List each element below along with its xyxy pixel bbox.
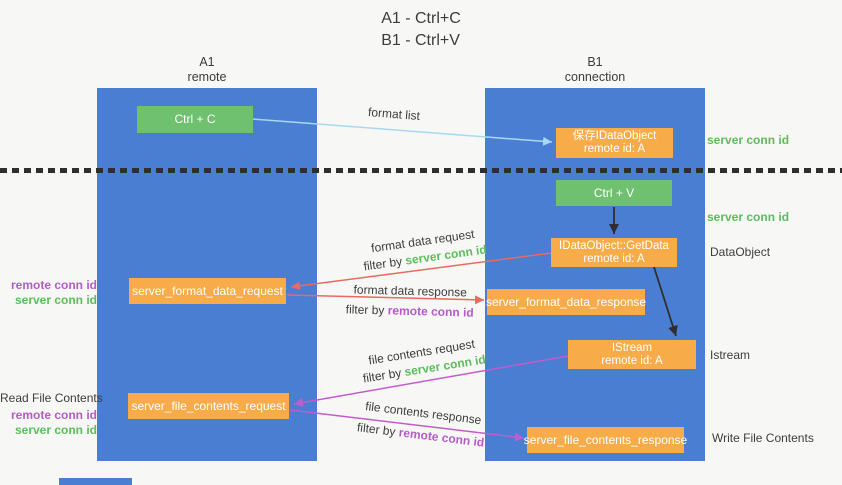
istream-line2: remote id: A: [601, 354, 663, 367]
file-contents-request-arrow-label: file contents request filter by server c…: [350, 333, 496, 389]
lane-b1-role: connection: [564, 70, 626, 84]
istream-line1: IStream: [611, 341, 653, 354]
file-request-conn-ids: remote conn id server conn id: [0, 408, 97, 438]
file-request-remote-conn-id: remote conn id: [10, 408, 97, 422]
read-file-contents-label: Read File Contents: [0, 391, 103, 405]
ctrl-v-label: Ctrl + V: [593, 185, 635, 200]
lane-b1-id: B1: [587, 55, 603, 69]
save-idataobject-line2: remote id: A: [583, 143, 646, 155]
filter-by-prefix: filter by: [361, 365, 403, 386]
title-line-2: B1 - Ctrl+V: [381, 32, 460, 49]
istream-side-label: Istream: [710, 348, 751, 362]
filter-by-prefix: filter by: [345, 302, 385, 318]
format-data-request-arrow-label: format data request filter by server con…: [346, 223, 501, 278]
read-file-contents-label-group: Read File Contents: [0, 391, 103, 406]
format-request-conn-ids: remote conn id server conn id: [0, 278, 97, 308]
server-conn-id-label-top: server conn id: [707, 133, 790, 147]
write-file-contents-label: Write File Contents: [712, 431, 814, 445]
format-request-remote-conn-id: remote conn id: [10, 278, 97, 292]
partial-window-strip: [59, 478, 132, 485]
filter-by-prefix: filter by: [362, 254, 403, 274]
dataobject-label: DataObject: [710, 245, 771, 259]
server-format-data-request-label: server_format_data_request: [132, 283, 283, 298]
lane-a1-role: remote: [187, 70, 227, 84]
lane-header-b1: B1 connection: [485, 55, 705, 85]
server-file-contents-response-node: server_file_contents_response: [523, 427, 688, 453]
format-list-arrow-label: format list: [367, 104, 421, 124]
file-request-server-conn-id: server conn id: [14, 423, 97, 437]
filter-by-prefix: filter by: [356, 420, 397, 439]
format-request-server-conn-id: server conn id: [14, 293, 97, 307]
format-data-response-filter: filter by remote conn id: [340, 299, 480, 323]
save-idataobject-line1: 保存IDataObject: [572, 130, 657, 142]
getdata-node: IDataObject::GetData remote id: A: [551, 238, 677, 267]
server-format-data-response-label: server_format_data_response: [485, 294, 647, 309]
getdata-line1: IDataObject::GetData: [559, 239, 669, 252]
server-file-contents-response-label: server_file_contents_response: [523, 432, 688, 447]
ctrl-c-node: Ctrl + C: [137, 106, 253, 133]
title-block: A1 - Ctrl+C B1 - Ctrl+V: [0, 8, 842, 52]
server-format-data-request-node: server_format_data_request: [129, 278, 286, 304]
server-conn-id-label-mid: server conn id: [707, 210, 790, 224]
save-idataobject-node: 保存IDataObject remote id: A: [556, 128, 673, 158]
lane-a1-id: A1: [199, 55, 215, 69]
phase-divider-dotted-line: [0, 168, 842, 173]
filter-remote-conn-id: remote conn id: [387, 303, 474, 320]
ctrl-c-label: Ctrl + C: [174, 112, 216, 126]
server-format-data-response-node: server_format_data_response: [485, 289, 647, 315]
server-file-contents-request-node: server_file_contents_request: [128, 393, 289, 419]
title-text: A1 - Ctrl+C B1 - Ctrl+V: [381, 8, 461, 52]
format-data-response-arrow-label: format data response filter by remote co…: [340, 279, 481, 323]
ctrl-v-node: Ctrl + V: [556, 180, 672, 206]
lane-header-a1: A1 remote: [97, 55, 317, 85]
getdata-line2: remote id: A: [583, 252, 645, 265]
server-file-contents-request-label: server_file_contents_request: [131, 398, 286, 413]
istream-node: IStream remote id: A: [568, 340, 696, 369]
file-contents-response-arrow-label: file contents response filter by remote …: [346, 393, 498, 455]
title-line-1: A1 - Ctrl+C: [381, 10, 461, 27]
